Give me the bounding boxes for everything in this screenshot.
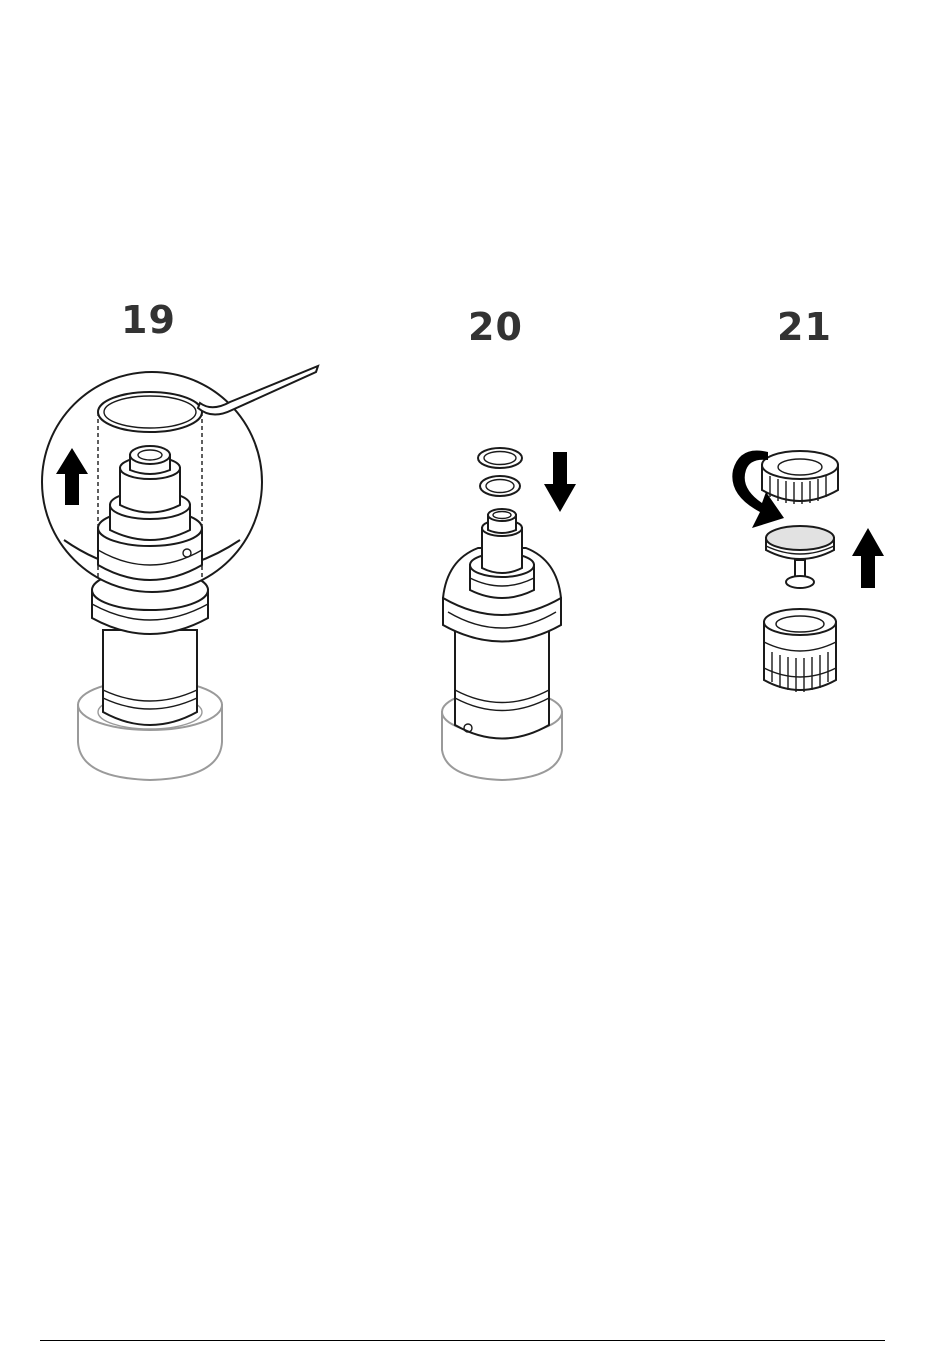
step-19-illustration	[42, 366, 318, 780]
o-ring-lifted	[98, 392, 202, 432]
pick-tool	[198, 366, 318, 415]
arrow-up-icon	[852, 528, 884, 588]
step-20-illustration	[442, 448, 576, 780]
cage-holder	[764, 609, 836, 692]
arrow-down-icon	[544, 452, 576, 512]
valve-pin	[786, 560, 814, 588]
footer-rule	[40, 1340, 885, 1341]
knurled-cap	[762, 451, 838, 504]
step-21-illustration	[732, 450, 884, 692]
filter-disk	[766, 526, 834, 559]
